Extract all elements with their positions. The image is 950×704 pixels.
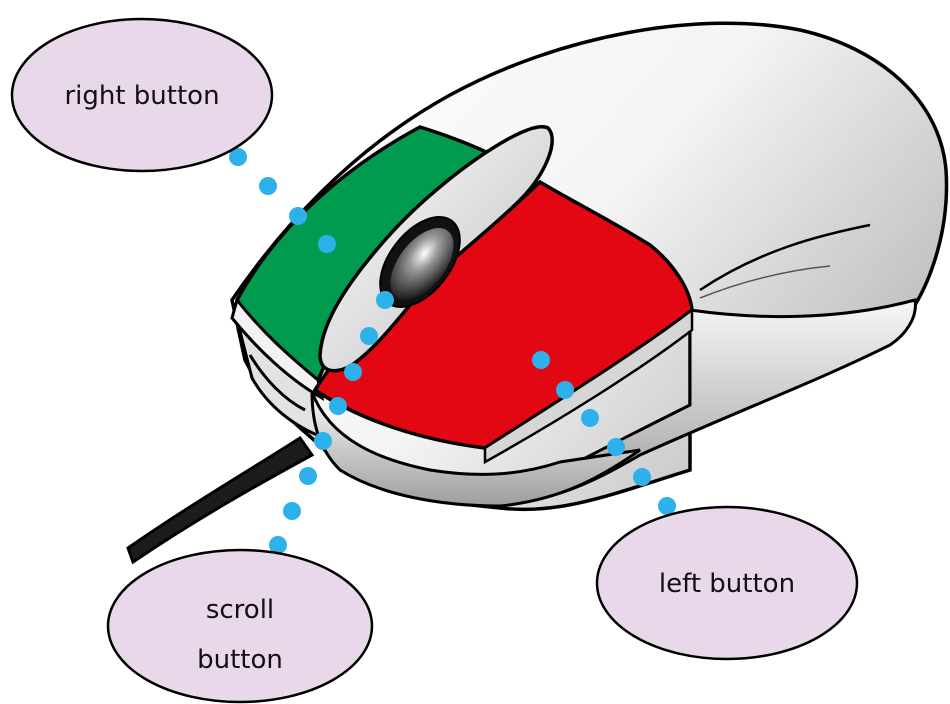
right-button-label: right button <box>64 81 219 111</box>
callout-scroll-button: scroll button <box>108 550 372 702</box>
scroll-button-label-line2: button <box>197 645 283 675</box>
scroll-button-label-line1: scroll <box>206 595 274 625</box>
callout-left-button: left button <box>597 507 857 659</box>
left-button-label: left button <box>659 569 795 599</box>
callout-right-button: right button <box>12 19 272 171</box>
